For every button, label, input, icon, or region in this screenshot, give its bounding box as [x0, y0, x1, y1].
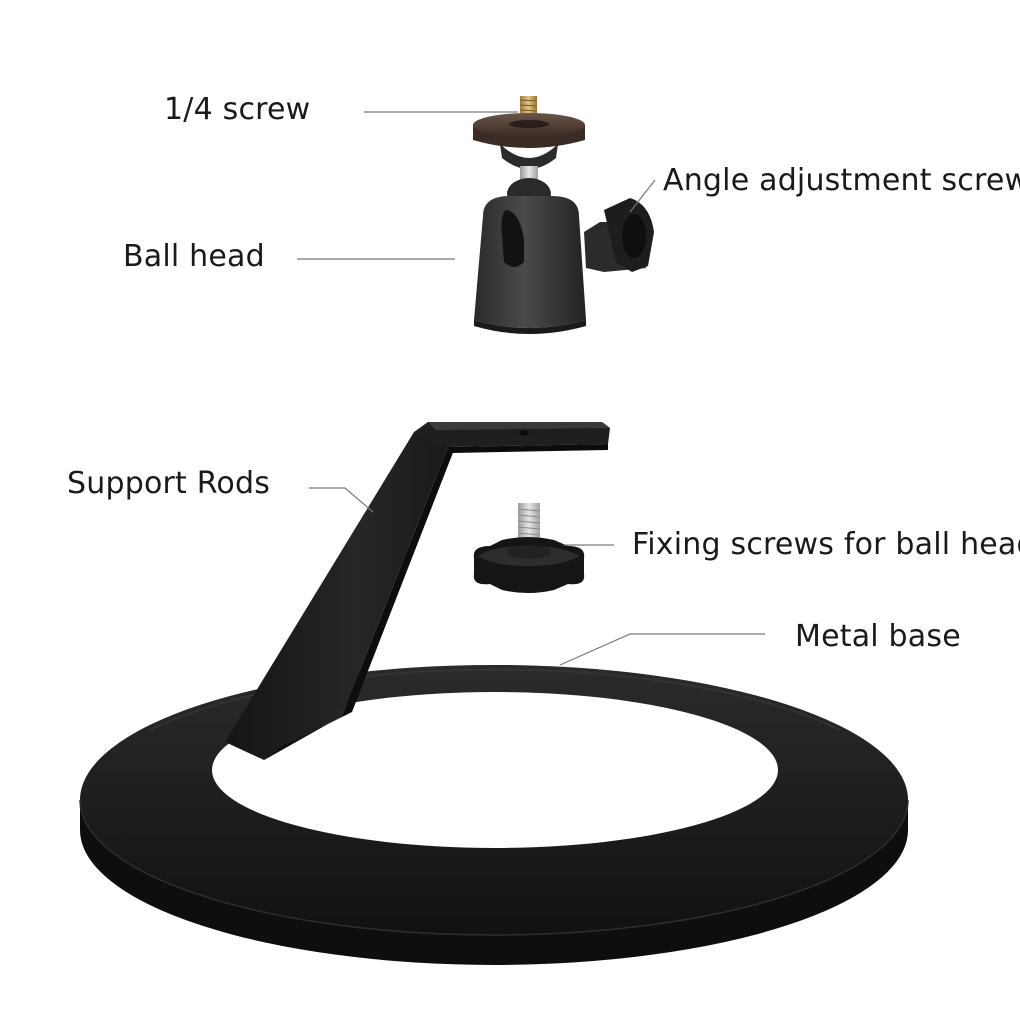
label-ball-head: Ball head [123, 239, 265, 274]
support-rod [225, 422, 610, 760]
fixing-screw [473, 503, 585, 593]
ball-head [473, 96, 654, 334]
leader-support-rods [309, 487, 374, 513]
metal-base [79, 664, 909, 965]
leader-lines [297, 111, 765, 666]
label-angle-adjustment-screw: Angle adjustment screw [663, 163, 1020, 198]
label-fixing-screws: Fixing screws for ball head [632, 527, 1020, 562]
label-metal-base: Metal base [795, 619, 961, 654]
leader-metal-base [559, 633, 765, 666]
label-support-rods: Support Rods [67, 466, 271, 501]
label-quarter-screw: 1/4 screw [164, 92, 311, 127]
leader-angle-screw [629, 179, 656, 213]
